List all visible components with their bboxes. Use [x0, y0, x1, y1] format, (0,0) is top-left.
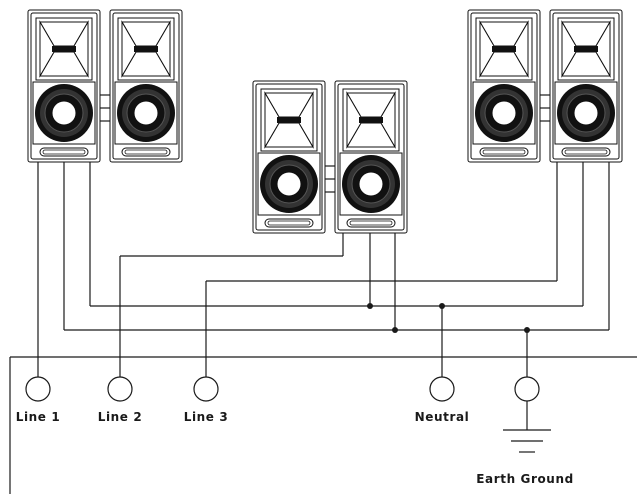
- terminal-line2-label: Line 2: [98, 410, 143, 424]
- terminal-neutral: Neutral: [415, 376, 470, 424]
- speaker-right-a: [467, 9, 541, 163]
- terminal-line3: Line 3: [184, 376, 229, 424]
- terminal-neutral-label: Neutral: [415, 410, 470, 424]
- speaker-right-b: [549, 9, 623, 163]
- speaker-center-b: [334, 80, 408, 234]
- speaker-left-a: [27, 9, 101, 163]
- terminal-line2: Line 2: [98, 376, 143, 424]
- ground-symbol-icon: [503, 429, 551, 453]
- wiring: [37, 162, 610, 377]
- terminal-line1-label: Line 1: [16, 410, 61, 424]
- speaker-left-b: [109, 9, 183, 163]
- speaker-center-a: [252, 80, 326, 234]
- panel-border: [9, 356, 637, 494]
- terminal-line1: Line 1: [16, 376, 61, 424]
- terminal-line3-label: Line 3: [184, 410, 229, 424]
- terminal-earth: Earth Ground: [476, 376, 574, 486]
- earth-ground-label: Earth Ground: [476, 472, 574, 486]
- speaker-link-wires: [100, 94, 550, 193]
